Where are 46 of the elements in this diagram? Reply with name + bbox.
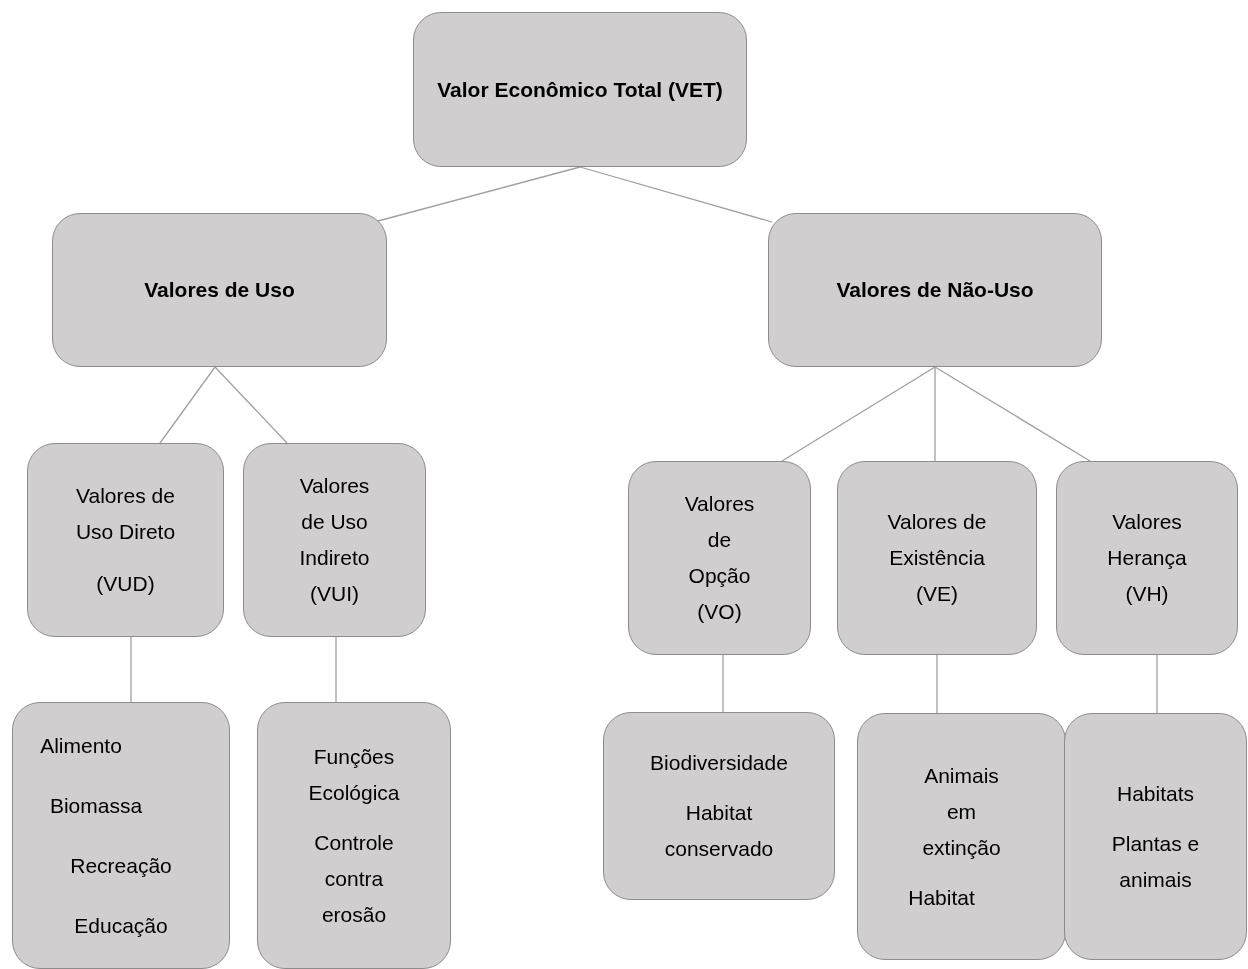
value-label: Habitat conservado (663, 800, 775, 862)
value-label: Valores Herança (VH) (1106, 509, 1188, 607)
connector-line (934, 366, 1091, 462)
connector-line (214, 366, 288, 444)
value-box (1056, 461, 1238, 655)
connector-line (579, 166, 773, 223)
category-label: Valores de Uso (144, 277, 295, 303)
value-box (1064, 713, 1247, 960)
connector-line (377, 166, 581, 222)
value-box (857, 713, 1066, 960)
value-label: Habitats (1116, 780, 1194, 807)
connector-line (335, 636, 337, 703)
value-box (603, 712, 835, 900)
value-box (243, 443, 426, 637)
connector-line (936, 654, 938, 714)
value-label: Plantas e animais (1110, 830, 1201, 893)
value-label: (VUD) (96, 571, 155, 597)
category-box (52, 213, 387, 367)
value-label: Valores de Uso Indireto (VUI) (298, 473, 371, 607)
value-box (257, 702, 451, 969)
value-label: Animais em extinção (921, 762, 1002, 861)
category-box (413, 12, 747, 167)
value-label: Educação (74, 912, 168, 939)
value-label: Controle contra erosão (313, 829, 395, 928)
connector-line (934, 366, 936, 462)
value-label: Recreação (70, 852, 172, 879)
value-box (837, 461, 1037, 655)
category-box (768, 213, 1102, 367)
value-box (27, 443, 224, 637)
connector-line (1156, 654, 1158, 714)
category-label: Valores de Não-Uso (836, 277, 1034, 303)
connector-line (722, 654, 724, 713)
value-box (628, 461, 811, 655)
value-box (12, 702, 230, 969)
value-label: Alimento (40, 732, 122, 759)
value-label: Valores de Existência (VE) (886, 509, 988, 607)
connector-line (781, 366, 936, 462)
value-label: Funções Ecológica (307, 743, 401, 806)
value-label: Valores de Uso Direto (74, 483, 177, 545)
connector-line (159, 366, 216, 444)
value-label: Valores de Opção (VO) (683, 491, 756, 625)
connector-line (130, 636, 132, 703)
value-label: Biodiversidade (650, 750, 788, 776)
value-label: Habitat (908, 884, 975, 911)
value-label: Biomassa (49, 792, 143, 819)
category-label: Valor Econômico Total (VET) (437, 76, 723, 103)
